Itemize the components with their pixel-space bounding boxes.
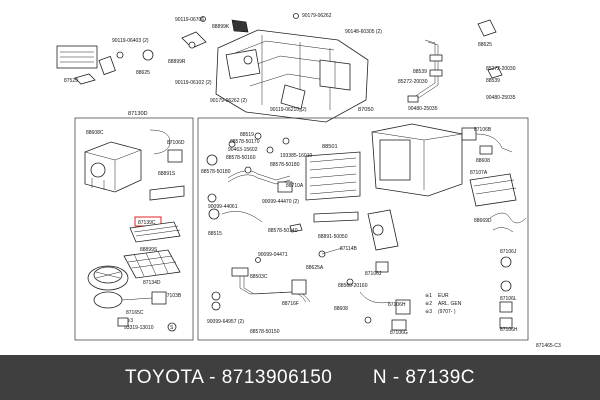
label-87130d: 87130D <box>128 111 148 117</box>
label-88519: 88519 <box>240 132 254 138</box>
label-93319-13010: 93319-13010 <box>124 325 154 331</box>
valve-88710a <box>277 181 293 193</box>
label-90119-06210: 90119-06210 (2) <box>270 107 307 113</box>
legend-mark-2: ※2 <box>425 301 432 307</box>
s-mark-icon <box>167 322 177 332</box>
label-88608c: 88608C <box>86 130 104 136</box>
label-88625a: 88625A <box>306 265 324 271</box>
filter-88899s <box>123 249 181 279</box>
svg-text:S: S <box>170 325 174 331</box>
legend-mark-1: ※1 <box>425 293 432 299</box>
legend-value-1: EUR <box>438 293 449 299</box>
foam-88625 <box>477 19 497 37</box>
label-87106j-mid: 87106J <box>365 271 382 277</box>
blower-parts <box>84 129 185 327</box>
label-193385-16010: 193385-16010 <box>280 153 312 159</box>
label-87107a: 87107A <box>470 170 488 176</box>
label-87139c: 87139C <box>138 220 156 226</box>
label-90480-25035b: 90480-25035 <box>408 106 438 112</box>
screw-icon <box>116 51 124 59</box>
heater-unit-87050 <box>215 29 369 123</box>
legend-mark-3: ※3 <box>425 309 432 315</box>
label-88578-50140: 88578-50140 <box>268 228 298 234</box>
label-88578-50180b: 88578-50180 <box>201 169 231 175</box>
label-88608-right: 88608 <box>476 158 490 164</box>
clamp-88503c <box>231 267 249 277</box>
part-number-footer: TOYOTA - 8713906150 N - 87139C <box>0 355 600 400</box>
label-88891-50050: 88891-50050 <box>318 234 348 240</box>
label-88716f: 88716F <box>282 301 299 307</box>
label-88539-a: 88539 <box>413 69 427 75</box>
clip-dark <box>231 19 249 33</box>
label-88899r: 88899R <box>168 59 186 65</box>
label-88578-50150: 88578-50150 <box>250 329 280 335</box>
label-90099-64957: 90099-64957 (2) <box>207 319 244 325</box>
blower-case <box>84 141 142 193</box>
label-90179-06262: 90179-06262 <box>302 13 332 19</box>
label-87114b: 87114B <box>340 246 358 252</box>
label-88503c: 88503C <box>250 274 268 280</box>
duct-87107a <box>469 173 517 207</box>
footer-text: TOYOTA - 8713906150 N - 87139C <box>125 366 475 388</box>
label-90463-15602: 90463-15602 <box>228 147 258 153</box>
label-87106l: 87106L <box>500 296 517 302</box>
label-88625-right: 88625 <box>478 42 492 48</box>
label-88539-b: 88539 <box>486 78 500 84</box>
label-88891s: 88891S <box>158 171 176 177</box>
label-90179-06262b: 90179-06262 (2) <box>210 98 247 104</box>
label-87106g: 87106G <box>390 330 408 336</box>
right-column-parts <box>492 227 514 329</box>
legend-value-2: ARL. GEN <box>438 301 462 307</box>
label-90119-06403: 90119-06403 (2) <box>112 38 149 44</box>
relay-87106d <box>167 149 183 163</box>
damper-88891s <box>149 185 185 201</box>
label-90480-25035: 90480-25035 <box>486 95 516 101</box>
label-88899k: 88899K <box>212 24 230 30</box>
label-87529: 87529 <box>64 78 78 84</box>
label-87106h-mid: 87106H <box>388 302 406 308</box>
legend-value-3: (9707- ) <box>438 309 456 315</box>
label-88669d: 88669D <box>474 218 492 224</box>
label-85272-20030: 85272-20030 <box>398 79 428 85</box>
label-88501: 88501 <box>322 144 338 150</box>
blower-frame <box>74 117 194 341</box>
sensor-88515 <box>208 208 220 220</box>
filter-87139c <box>129 221 181 243</box>
label-90148-60305: 90148-60305 (2) <box>345 29 382 35</box>
label-90119-06102: 90119-06102 (2) <box>175 80 212 86</box>
label-87106b: 87106B <box>474 127 492 133</box>
label-88899s: 88899S <box>140 247 158 253</box>
clip-icon <box>142 49 154 61</box>
parts-diagram: 90119-06706 88899K 90179-06262 90119-064… <box>56 13 561 349</box>
label-90099-44470: 90099-44470 (2) <box>262 199 299 205</box>
label-87106h-right: 87106H <box>500 327 518 333</box>
label-90099-44061: 90099-44061 <box>208 204 238 210</box>
heater-frame <box>197 117 529 341</box>
reference-number: 871465-C3 <box>536 343 561 349</box>
label-87165c: 87165C <box>126 310 144 316</box>
top-assembly <box>56 13 503 123</box>
label-87134d: 87134D <box>143 280 161 286</box>
label-tag <box>98 55 116 76</box>
label-88608: 88608 <box>334 306 348 312</box>
label-88578-50170: 88578-50170 <box>230 139 260 145</box>
label-88515: 88515 <box>208 231 222 237</box>
pipe-fitting <box>429 54 443 62</box>
bracket-87529 <box>74 73 96 85</box>
label-87106j-right: 87106J <box>500 249 517 255</box>
label-87050: 87050 <box>358 107 374 113</box>
label-87103b: 87103B <box>164 293 182 299</box>
middle-parts <box>206 123 527 331</box>
label-90099-04471: 90099-04471 <box>258 252 288 258</box>
label-85272-20030b: 85272-20030 <box>486 66 516 72</box>
label-87106d: 87106D <box>167 140 185 146</box>
label-90119-06706: 90119-06706 <box>175 17 204 23</box>
seal-88891-50050 <box>313 211 359 223</box>
label-88578-50160: 88578-50160 <box>226 155 256 161</box>
label-88710a: 88710A <box>286 183 304 189</box>
label-s3: ※3 <box>126 318 133 324</box>
label-88560-20160: 88560-20160 <box>338 283 368 289</box>
label-88578-50180: 88578-50180 <box>270 162 300 168</box>
label-88625-top: 88625 <box>136 70 150 76</box>
